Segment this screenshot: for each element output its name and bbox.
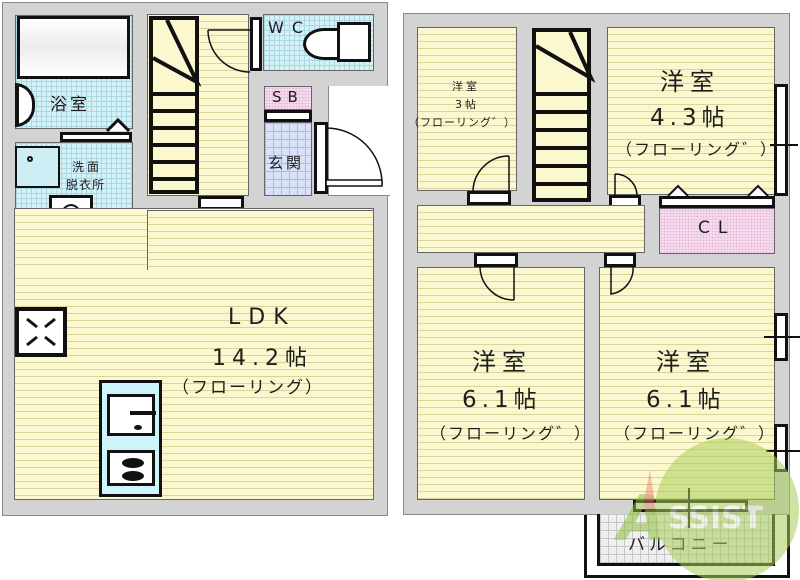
- western-61-right-door-swing-icon: [610, 265, 634, 295]
- stove-icon: [107, 450, 155, 486]
- closet-label: CL: [698, 218, 736, 238]
- western-3jo-door[interactable]: [467, 191, 511, 205]
- ldk-extension-cover: [15, 270, 373, 274]
- western-43-size: 4.3帖: [650, 105, 730, 131]
- entrance-room: [264, 122, 312, 196]
- western-61-right-door[interactable]: [604, 253, 636, 267]
- window-tick: [766, 450, 800, 452]
- shoe-box-room: [264, 86, 312, 110]
- svg-text:SSIST: SSIST: [668, 501, 764, 536]
- front-door-swing-icon: [325, 127, 383, 187]
- ldk-size: 14.2帖: [212, 346, 313, 371]
- shoe-box-doors[interactable]: [264, 110, 312, 122]
- washroom-label-line2: 脱衣所: [66, 178, 106, 192]
- western-43-flooring: （フローリング゛）: [616, 140, 779, 159]
- western-61-left-size: 6.1帖: [462, 387, 542, 413]
- western-61-left-door[interactable]: [474, 253, 518, 267]
- shoe-box-label: SB: [272, 88, 304, 106]
- western-61-right-flooring: （フローリング゛）: [614, 424, 777, 443]
- western-43-door-swing-icon: [614, 173, 638, 197]
- western-3jo-name: 洋室: [452, 80, 480, 93]
- sink-icon: [107, 394, 156, 436]
- svg-text:A: A: [613, 482, 666, 555]
- staircase-2f[interactable]: [532, 28, 596, 202]
- ac-unit-icon: [15, 307, 67, 357]
- bath-door-arrow-icon: [105, 117, 131, 133]
- ldk-name: LDK: [228, 305, 296, 330]
- wc-label: WC: [268, 18, 311, 37]
- western-61-left-flooring: （フローリング゛）: [430, 424, 593, 443]
- exterior-notch: [328, 86, 390, 196]
- wc-door[interactable]: [250, 17, 262, 71]
- western-room-61-left: [417, 267, 585, 500]
- western-room-43jo: [607, 27, 775, 195]
- bathroom-label: 浴室: [50, 95, 90, 115]
- entrance-label: 玄関: [268, 154, 305, 172]
- ldk-upper-extension: [147, 210, 374, 270]
- staircase-1f[interactable]: [149, 16, 202, 194]
- western-61-right-size: 6.1帖: [646, 387, 726, 413]
- washing-machine-icon: [15, 146, 60, 188]
- closet-arrow-icon: [667, 184, 769, 197]
- closet-room: [659, 208, 775, 254]
- window-tick: [764, 336, 800, 338]
- western-61-left-name: 洋室: [472, 348, 532, 376]
- washroom-label-line1: 洗面: [72, 160, 103, 174]
- western-room-3jo: [417, 27, 517, 191]
- western-3jo-size: 3帖: [455, 98, 479, 111]
- wc-door-swing-icon: [207, 29, 251, 73]
- stair-winder-2f-icon: [534, 31, 596, 83]
- front-door[interactable]: [314, 122, 328, 194]
- window-tick: [770, 144, 798, 146]
- western-61-left-door-swing-icon: [479, 265, 515, 301]
- western-43-window[interactable]: [774, 84, 788, 196]
- ldk-flooring: （フローリング）: [172, 378, 324, 398]
- assist-watermark-logo: A SSIST: [613, 438, 799, 580]
- western-3jo-flooring: （フローリング゛）: [408, 116, 516, 129]
- bathroom-sliding-door[interactable]: [60, 132, 132, 142]
- bathtub: [17, 16, 130, 79]
- western-3jo-door-swing-icon: [472, 155, 510, 193]
- wash-room-wall-cover: [14, 208, 147, 268]
- western-43-name: 洋室: [660, 68, 720, 96]
- toilet-tank-icon: [337, 22, 371, 62]
- hallway-2f: [417, 205, 645, 253]
- stair-winder-icon: [152, 19, 202, 87]
- closet-doors[interactable]: [659, 196, 775, 208]
- western-61-right-name: 洋室: [656, 348, 716, 376]
